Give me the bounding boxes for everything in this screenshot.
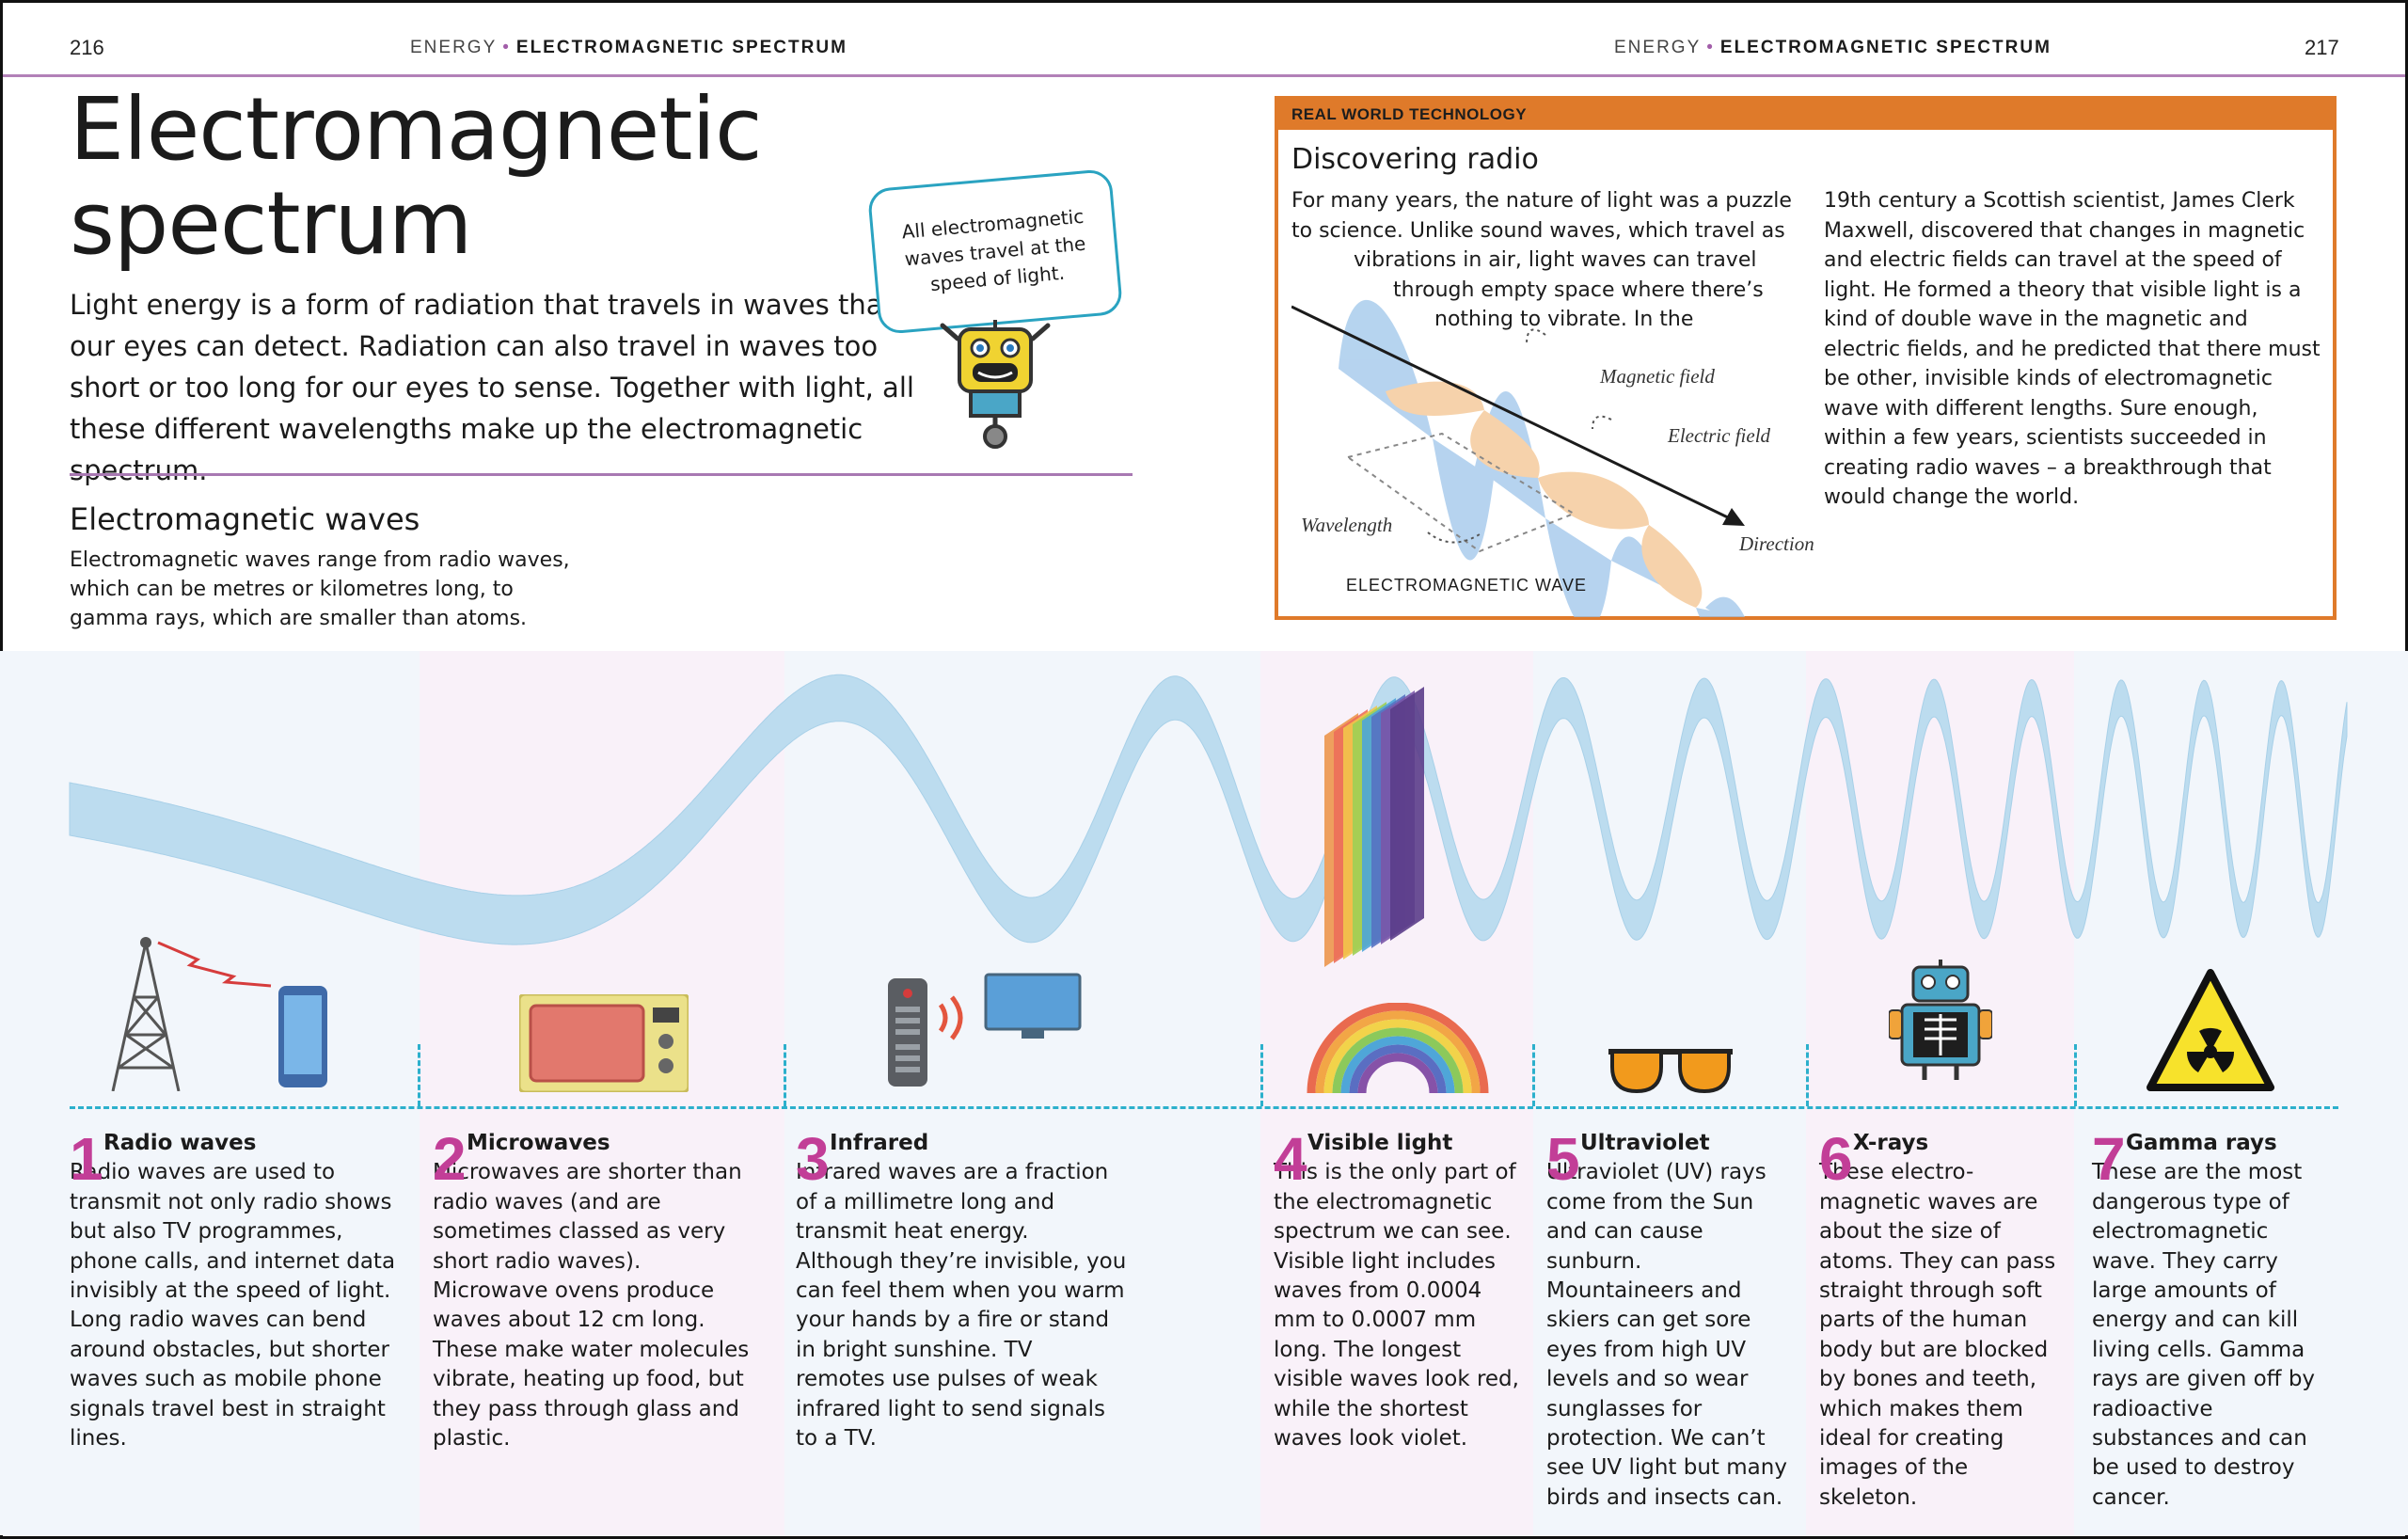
tv-remote-icon: [888, 973, 1082, 1087]
real-world-technology-box: REAL WORLD TECHNOLOGY Discovering radio …: [1275, 96, 2337, 620]
divider-5: [1806, 1044, 1809, 1106]
xray-robot-icon: [1889, 960, 1992, 1080]
divider-2: [784, 1044, 786, 1106]
electric-field-label: Electric field: [1668, 424, 1771, 447]
rwt-column-1: For many years, the nature of light was …: [1291, 189, 1792, 331]
wavelength-label: Wavelength: [1301, 514, 1393, 536]
divider-3: [1260, 1044, 1263, 1106]
rwt-tag: REAL WORLD TECHNOLOGY: [1278, 100, 2333, 130]
em-wave-caption: ELECTROMAGNETIC WAVE: [1346, 576, 1588, 595]
intro-paragraph: Light energy is a form of radiation that…: [70, 289, 914, 486]
section-rule: [70, 473, 1133, 476]
rwt-column-2: 19th century a Scottish scientist, James…: [1824, 189, 2321, 509]
divider-6: [2074, 1044, 2077, 1106]
em-wave-diagram: [1291, 299, 1745, 617]
page-number-left: 216: [70, 36, 104, 59]
visible-light-prism: [1324, 687, 1424, 967]
speech-bubble: All electromagnetic waves travel at the …: [866, 167, 1124, 336]
header-rule: [3, 74, 2405, 77]
radio-tower-icon: [111, 937, 327, 1091]
divider-1: [418, 1044, 420, 1106]
radiation-warning-icon: [2147, 969, 2274, 1091]
running-header-left: ENERGY•ELECTROMAGNETIC SPECTRUM: [410, 38, 848, 57]
em-waves-heading: Electromagnetic waves: [70, 501, 420, 537]
rwt-heading: Discovering radio: [1291, 143, 1539, 176]
divider-4: [1532, 1044, 1535, 1106]
sunglasses-icon: [1608, 1049, 1733, 1094]
magnetic-field-label: Magnetic field: [1600, 365, 1715, 388]
microwave-oven-icon: [519, 994, 689, 1092]
spectrum-wave: [69, 674, 2348, 967]
direction-label: Direction: [1739, 532, 1814, 555]
rainbow-icon: [1307, 1003, 1489, 1093]
running-header-right: ENERGY•ELECTROMAGNETIC SPECTRUM: [1614, 38, 2052, 57]
spectrum-divider: [70, 1106, 2338, 1109]
em-waves-text: Electromagnetic waves range from radio w…: [70, 548, 570, 630]
robot-mascot-icon: [940, 320, 1051, 449]
page-number-right: 217: [2305, 36, 2339, 59]
